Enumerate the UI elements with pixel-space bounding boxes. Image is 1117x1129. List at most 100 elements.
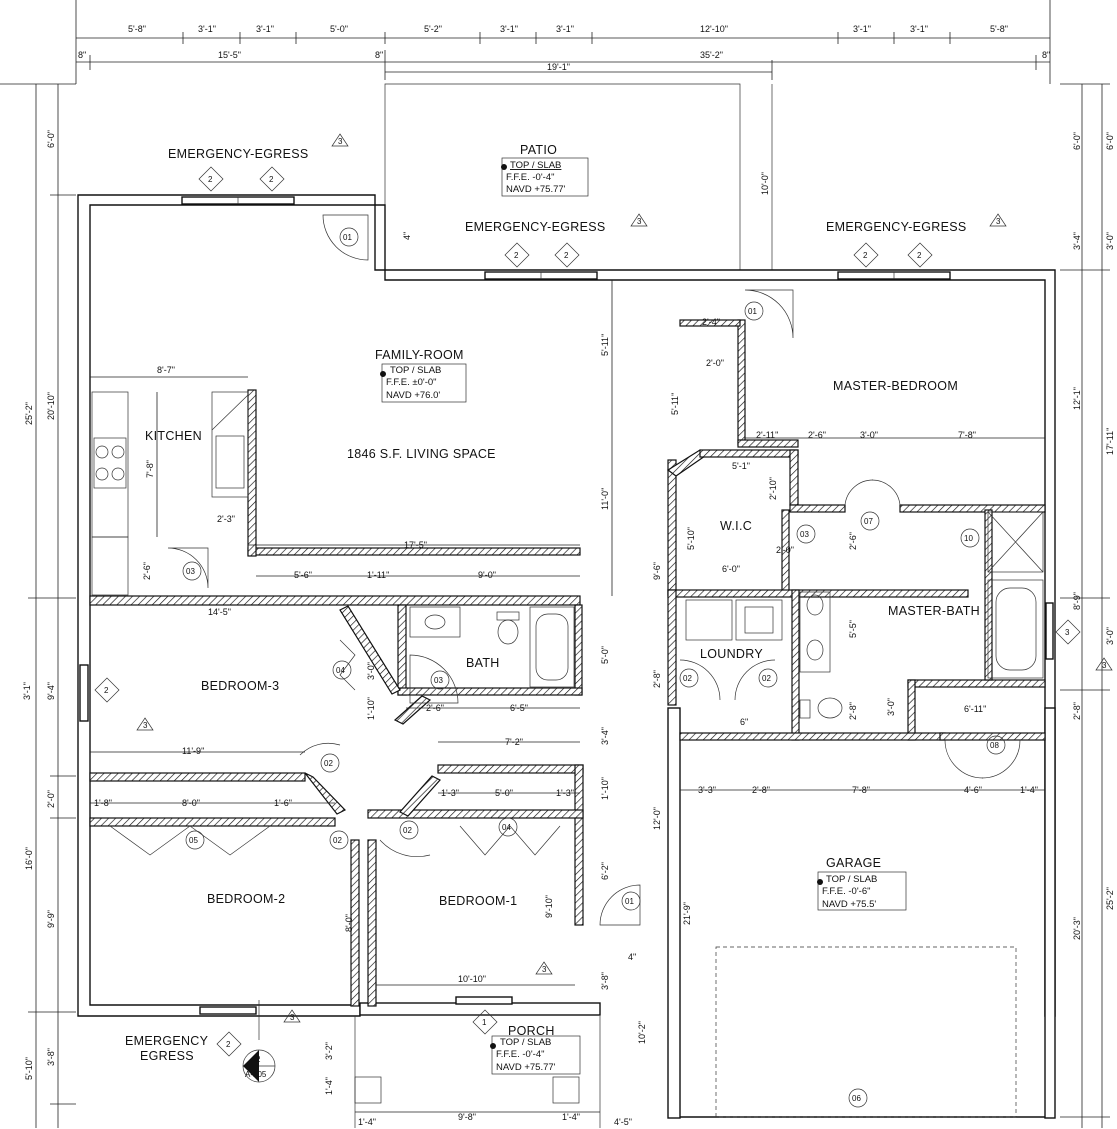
svg-text:4": 4" [628,952,636,962]
svg-text:1'-3": 1'-3" [556,788,574,798]
svg-text:5'-1": 5'-1" [732,461,750,471]
room-label-master-bedroom: MASTER-BEDROOM [833,379,958,393]
svg-text:2'-11": 2'-11" [756,430,778,440]
door-tag: 01 [339,227,359,247]
door-tag: 02 [320,753,340,773]
svg-text:01: 01 [748,307,757,316]
svg-text:3'-0": 3'-0" [366,662,376,680]
svg-text:11'-0": 11'-0" [600,488,610,510]
left-dimensions: 25'-2" 16'-0" 5'-10" 6'-0" 20'-10" 3'-1"… [0,83,76,1128]
right-dimensions: 6'-0" 6'-0" 3'-4" 3'-0" 12'-1" 17'-11" 8… [1060,83,1115,1128]
svg-text:2'-8": 2'-8" [752,785,770,795]
door-tag: 03 [430,670,450,690]
room-label-master-bath: MASTER-BATH [888,604,980,618]
svg-text:1'-8": 1'-8" [94,798,112,808]
door-tag: 02 [679,668,699,688]
door-tag: 03 [182,561,202,581]
room-label-bedroom-3: BEDROOM-3 [201,679,279,693]
door-tag: 05 [185,830,205,850]
svg-text:F.F.E. -0'-4": F.F.E. -0'-4" [506,172,554,183]
dim-top: 5'-0" [330,24,348,34]
dim-top: 35'-2" [700,50,723,60]
svg-text:02: 02 [683,674,692,683]
svg-text:1'-6": 1'-6" [274,798,292,808]
window-tags: 2 2 2 2 2 2 2 2 1 3 [94,166,1081,1057]
svg-text:F.F.E. ±0'-0": F.F.E. ±0'-0" [386,377,437,388]
svg-text:2'-6": 2'-6" [808,430,826,440]
svg-text:2: 2 [269,175,274,184]
dim-top: 12'-10" [700,24,728,34]
svg-text:6'-0": 6'-0" [722,564,740,574]
svg-text:04: 04 [336,666,345,675]
svg-text:11'-9": 11'-9" [182,746,204,756]
porch-posts [354,1016,601,1128]
svg-text:3: 3 [996,217,1001,226]
svg-text:F.F.E. -0'-6": F.F.E. -0'-6" [822,886,870,897]
svg-text:1'-4": 1'-4" [358,1117,376,1127]
dim-right: 6'-0" [1105,132,1115,150]
svg-text:2'-0": 2'-0" [706,358,724,368]
svg-text:5'-5": 5'-5" [848,620,858,638]
elevation-patio: TOP / SLAB F.F.E. -0'-4" NAVD +75.77' [501,157,589,197]
svg-text:1'-11": 1'-11" [367,570,389,580]
door-swings [109,214,1021,926]
dim-top: 5'-8" [128,24,146,34]
svg-text:2'-6": 2'-6" [142,562,152,580]
svg-text:6'-11": 6'-11" [964,704,986,714]
svg-text:02: 02 [324,759,333,768]
svg-text:10'-0": 10'-0" [760,172,770,195]
svg-text:3'-4": 3'-4" [600,727,610,745]
svg-text:NAVD +75.77': NAVD +75.77' [506,184,566,195]
dim-left: 16'-0" [24,847,34,870]
svg-text:2: 2 [226,1040,231,1049]
svg-text:F.F.E. -0'-4": F.F.E. -0'-4" [496,1049,544,1060]
dim-left: 25'-2" [24,402,34,425]
svg-text:03: 03 [800,530,809,539]
svg-text:6'-5": 6'-5" [510,703,528,713]
dim-top: 8" [1042,50,1050,60]
svg-text:2: 2 [564,251,569,260]
svg-text:3'-3": 3'-3" [698,785,716,795]
egress-label: EMERGENCY-EGRESS [168,147,308,161]
room-label-porch: PORCH [508,1024,555,1038]
door-tag: 01 [621,891,641,911]
window-tag: 3 [1055,619,1081,645]
egress-labels: EMERGENCY-EGRESS EMERGENCY-EGRESS EMERGE… [125,147,966,1063]
svg-text:02: 02 [403,826,412,835]
svg-text:04: 04 [502,823,511,832]
window-tag: 2 [853,242,879,268]
svg-text:7'-2": 7'-2" [505,737,523,747]
svg-text:5'-0": 5'-0" [495,788,513,798]
svg-text:9'-0": 9'-0" [478,570,496,580]
svg-text:2: 2 [863,251,868,260]
section-marker: 2 A-105 [242,1000,276,1083]
svg-text:A-105: A-105 [245,1070,267,1079]
dim-right: 20'-3" [1072,917,1082,940]
svg-text:3'-2": 3'-2" [324,1042,334,1060]
room-label-family-room: FAMILY-ROOM [375,348,464,362]
svg-text:3: 3 [143,721,148,730]
svg-text:5'-0": 5'-0" [600,646,610,664]
room-label-living-space: 1846 S.F. LIVING SPACE [347,447,496,461]
dim-right: 17'-11" [1105,428,1115,455]
svg-text:17'-5": 17'-5" [404,540,427,550]
svg-text:03: 03 [186,567,195,576]
room-label-bedroom-1: BEDROOM-1 [439,894,517,908]
patio [384,83,773,270]
fixtures [91,391,1044,1118]
door-tag: 10 [960,528,980,548]
svg-text:2'-6": 2'-6" [426,703,444,713]
dim-left: 9'-4" [46,682,56,700]
door-tag: 03 [796,524,816,544]
interior-dimensions: 8'-7" 7'-8" 2'-3" 2'-6" 17'-5" 5'-6" 1'-… [90,172,1045,1127]
top-dimensions: 5'-8" 3'-1" 3'-1" 5'-0" 5'-2" 3'-1" 3'-1… [75,0,1051,84]
dim-left: 3'-8" [46,1048,56,1066]
svg-text:5'-11": 5'-11" [600,334,610,356]
svg-text:12'-0": 12'-0" [652,807,662,830]
svg-text:NAVD +76.0': NAVD +76.0' [386,390,440,401]
elevation-garage: TOP / SLAB F.F.E. -0'-6" NAVD +75.5' [817,871,907,911]
svg-text:3: 3 [637,217,642,226]
svg-text:02: 02 [333,836,342,845]
svg-text:21'-9": 21'-9" [682,902,692,925]
